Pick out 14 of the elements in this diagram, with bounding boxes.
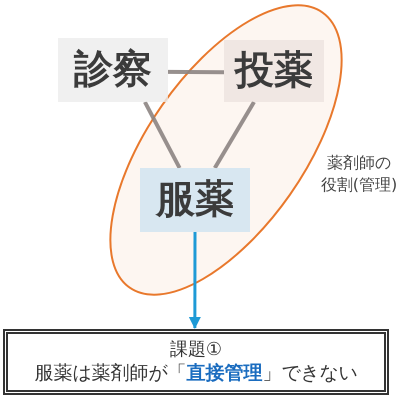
issue-panel (3, 329, 389, 395)
connector-line (168, 70, 224, 74)
step-tile (140, 168, 250, 232)
step-label: 投薬 (235, 50, 313, 92)
issue-heading: 課題① (170, 338, 222, 361)
arrow (188, 232, 201, 329)
step-tile (224, 40, 324, 102)
connector-line (213, 100, 256, 170)
step-label: 服薬 (156, 180, 234, 220)
step-label: 診察 (74, 50, 152, 90)
connector-line (143, 101, 182, 169)
step-tile (58, 38, 168, 102)
ellipse-caption: 薬剤師の役割(管理) (320, 152, 398, 196)
issue-statement: 服薬は薬剤師が「直接管理」できない (34, 361, 358, 386)
